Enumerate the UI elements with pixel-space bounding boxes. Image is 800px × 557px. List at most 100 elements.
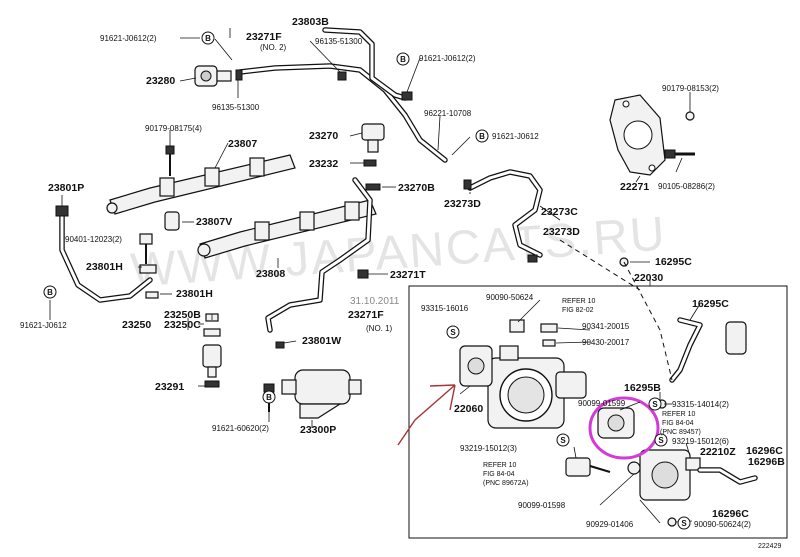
hand-drawn-arrow: [397, 384, 456, 446]
label-16295c-a: 16295C: [655, 256, 692, 268]
bolt-90179-08153: [685, 111, 695, 121]
badge-b-5: B: [262, 390, 276, 404]
label-23273d-b: 23273D: [543, 226, 580, 238]
badge-s-2: S: [648, 397, 662, 411]
label-93219-15012-6: 93219-15012(6): [672, 437, 729, 446]
label-16296b: 16296B: [748, 456, 785, 468]
label-90105-08286: 90105-08286(2): [658, 182, 715, 191]
label-23270b: 23270B: [398, 182, 435, 194]
bolt-90179-08175: [165, 145, 175, 176]
badge-b-1: B: [201, 31, 215, 45]
injector-23250: [202, 313, 222, 388]
svg-text:S: S: [450, 328, 456, 337]
label-93219-15012-3: 93219-15012(3): [460, 444, 517, 453]
gasket-90099-01599: [597, 407, 635, 439]
svg-text:B: B: [479, 132, 485, 141]
throttle-body-22030: [487, 345, 587, 429]
label-90099-01598: 90099-01598: [518, 501, 566, 510]
highlight-circle: [588, 396, 660, 460]
gasket-23232: [363, 159, 377, 167]
label-23801h-a: 23801H: [86, 261, 123, 273]
bolt-90105-08286: [664, 149, 695, 159]
label-23801h-b: 23801H: [176, 288, 213, 300]
label-refer10-a: REFER 10: [562, 298, 596, 305]
label-23801w: 23801W: [302, 335, 341, 347]
svg-text:B: B: [47, 288, 53, 297]
label-90929-01406: 90929-01406: [586, 520, 634, 529]
svg-text:S: S: [658, 436, 664, 445]
label-23250: 23250: [122, 319, 151, 331]
gasket-90430: [542, 339, 556, 347]
throttle-body-inset-frame: [408, 285, 788, 539]
label-no2: (NO. 2): [260, 43, 287, 52]
label-23803b: 23803B: [292, 16, 329, 28]
badge-s-5: S: [677, 516, 691, 530]
label-23250b: 23250B: [164, 309, 201, 321]
svg-text:S: S: [560, 436, 566, 445]
label-90099-01599: 90099-01599: [578, 399, 626, 408]
label-23807: 23807: [228, 138, 257, 150]
label-23271t: 23271T: [390, 269, 426, 281]
label-16296c-a: 16296C: [746, 445, 783, 457]
label-23807v: 23807V: [196, 216, 232, 228]
label-refer10-c: REFER 10: [483, 462, 517, 469]
badge-s-3: S: [556, 433, 570, 447]
svg-text:B: B: [205, 34, 211, 43]
connector-harness-93219: [565, 457, 611, 477]
label-23273d-a: 23273D: [444, 198, 481, 210]
gasket-23801h-a: [139, 264, 157, 274]
fuel-pipe-23801p: [59, 209, 153, 303]
label-16295c-b: 16295C: [692, 298, 729, 310]
label-91621-j0612-2-a: 91621-J0612(2): [100, 34, 157, 43]
label-23271f-no2: 23271F: [246, 31, 282, 43]
label-90341-20015: 90341-20015: [582, 322, 630, 331]
routing-dashed-b: [559, 239, 641, 291]
clip-23801w: [275, 341, 285, 349]
label-90090-50624-2: 90090-50624(2): [694, 520, 751, 529]
label-96221-10708: 96221-10708: [424, 109, 472, 118]
label-16295b: 16295B: [624, 382, 661, 394]
label-no1: (NO. 1): [366, 324, 393, 333]
label-90090-50624-a: 90090-50624: [486, 293, 534, 302]
label-91621-60620: 91621-60620(2): [212, 424, 269, 433]
fuel-pipe-23271f-no1: [265, 177, 373, 333]
label-90401-12023: 90401-12023(2): [65, 235, 122, 244]
figure-number: 222429: [758, 543, 781, 550]
label-90179-08153: 90179-08153(2): [662, 84, 719, 93]
label-22060: 22060: [454, 403, 483, 415]
label-96135-51300-a: 96135-51300: [315, 37, 363, 46]
label-23808: 23808: [256, 268, 285, 280]
clamp-23271t: [357, 269, 369, 279]
hose-16295c: [669, 317, 747, 383]
label-23291: 23291: [155, 381, 184, 393]
label-22030: 22030: [634, 272, 663, 284]
label-23250c: 23250C: [164, 319, 201, 331]
gasket-22271: [609, 94, 666, 176]
label-16296c-b: 16296C: [712, 508, 749, 520]
label-refer10-b: REFER 10: [662, 411, 696, 418]
hose-23273c: [467, 169, 543, 258]
clamp-91621: [401, 91, 413, 101]
label-23232: 23232: [309, 158, 338, 170]
badge-b-4: B: [43, 285, 57, 299]
throttle-position-sensor-22060: [459, 345, 493, 387]
label-23801p: 23801P: [48, 182, 84, 194]
label-fig-84-04-c: FIG 84-04: [483, 471, 515, 478]
label-23271f-no1: 23271F: [348, 309, 384, 321]
badge-s-1: S: [446, 325, 460, 339]
clamp-23273d-a: [463, 179, 472, 190]
label-pnc-89457: (PNC 89457): [660, 429, 701, 436]
oring-90929: [627, 461, 641, 475]
label-fig-82-02: FIG 82-02: [562, 307, 594, 314]
label-96135-51300-b: 96135-51300: [212, 103, 260, 112]
date-stamp: 31.10.2011: [350, 296, 400, 307]
label-91621-j0612-d: 91621-J0612: [20, 321, 67, 330]
badge-s-4: S: [654, 433, 668, 447]
label-93315-16016: 93315-16016: [421, 304, 469, 313]
label-91621-j0612-2-b: 91621-J0612(2): [419, 54, 476, 63]
fuel-rail-23807: [106, 154, 296, 215]
idle-control-valve-22210z: [639, 449, 701, 501]
label-23300p: 23300P: [300, 424, 336, 436]
